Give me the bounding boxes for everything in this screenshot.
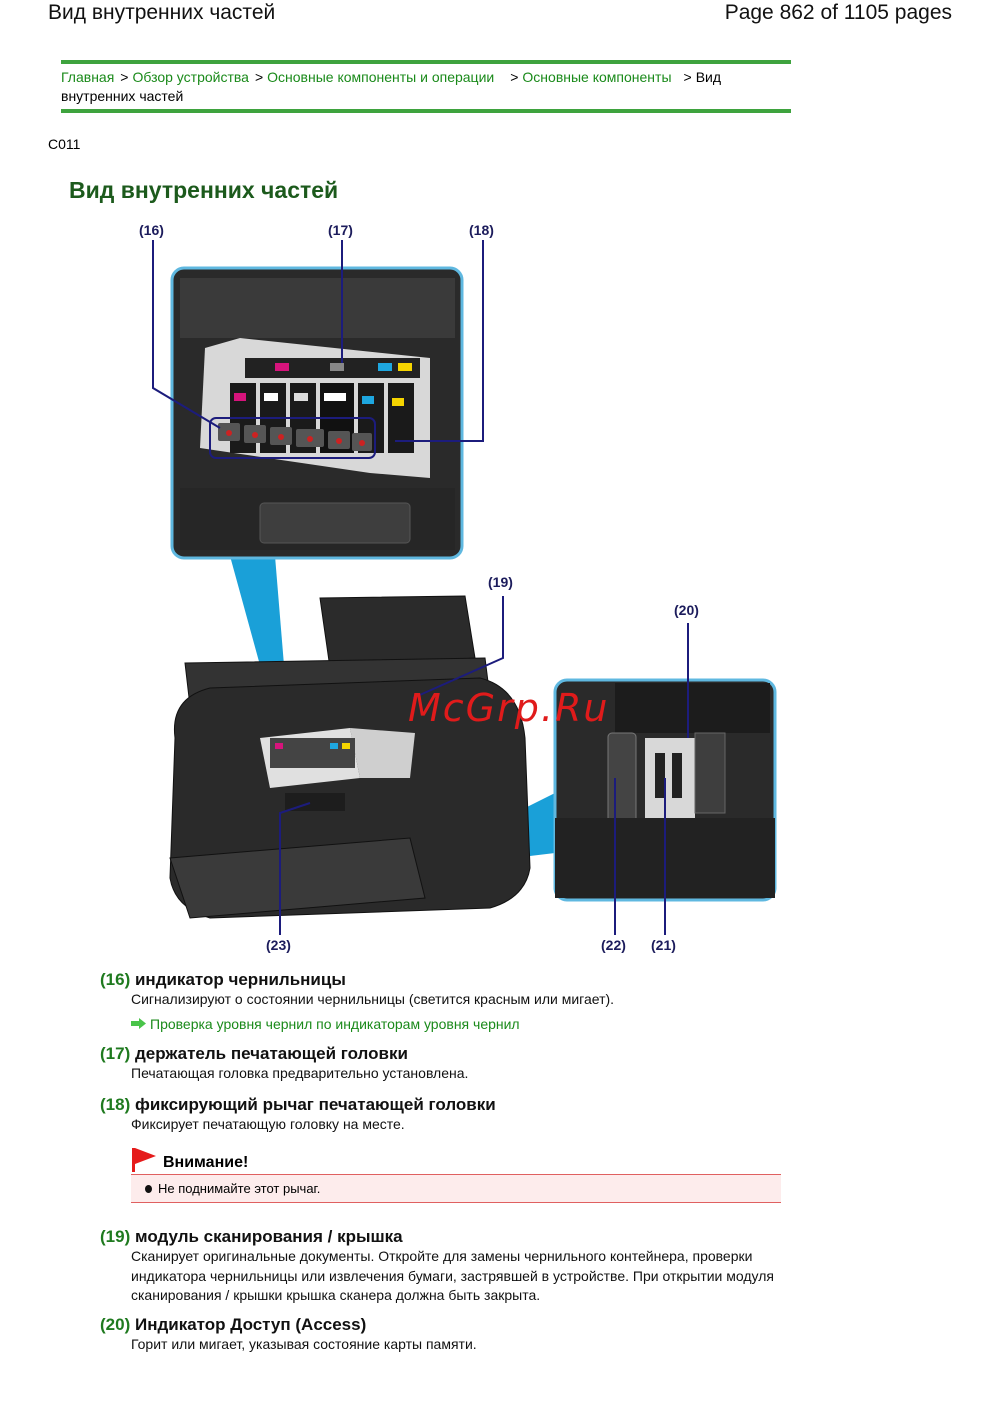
item-number: (18) <box>100 1095 131 1114</box>
ink-lamps <box>218 423 372 451</box>
item-heading: (16) индикатор чернильницы <box>100 970 800 990</box>
breadcrumb-separator: > <box>254 69 264 85</box>
callout-18: (18) <box>469 222 494 238</box>
item-heading: (17) держатель печатающей головки <box>100 1044 800 1064</box>
caution-box: Внимание! Не поднимайте этот рычаг. <box>131 1145 781 1203</box>
breadcrumb-separator: > <box>683 69 692 85</box>
breadcrumb-separator: > <box>120 69 129 85</box>
leader-lines <box>152 240 689 935</box>
caution-text: Не поднимайте этот рычаг. <box>158 1181 321 1196</box>
breadcrumb-bottom-rule <box>61 109 791 113</box>
callout-20: (20) <box>674 602 699 618</box>
item-16: (16) индикатор чернильницы Сигнализируют… <box>100 970 800 1032</box>
item-number: (16) <box>100 970 131 989</box>
callout-23: (23) <box>266 937 291 953</box>
ink-level-link-label[interactable]: Проверка уровня чернил по индикаторам ур… <box>150 1015 520 1032</box>
breadcrumb-top-rule <box>61 60 791 64</box>
breadcrumb-link-home[interactable]: Главная <box>61 69 115 85</box>
printer-illustration <box>152 240 777 935</box>
item-title: Индикатор Доступ (Access) <box>134 1315 367 1334</box>
leader-23 <box>279 802 311 935</box>
item-title: держатель печатающей головки <box>134 1044 408 1063</box>
item-title: фиксирующий рычаг печатающей головки <box>134 1095 496 1114</box>
item-19: (19) модуль сканирования / крышка Сканир… <box>100 1227 800 1306</box>
main-title: Вид внутренних частей <box>69 177 339 203</box>
callout-17: (17) <box>328 222 353 238</box>
item-17: (17) держатель печатающей головки Печата… <box>100 1044 800 1084</box>
callout-22: (22) <box>601 937 626 953</box>
printer-body <box>169 595 531 919</box>
breadcrumb-link-overview[interactable]: Обзор устройства <box>132 69 249 85</box>
red-flag-icon <box>132 1148 156 1172</box>
item-heading: (20) Индикатор Доступ (Access) <box>100 1315 800 1335</box>
cartridge-closeup-inset <box>170 266 464 560</box>
callout-19: (19) <box>488 574 513 590</box>
caution-body: Не поднимайте этот рычаг. <box>131 1174 781 1203</box>
leader-18 <box>395 240 484 442</box>
item-heading: (18) фиксирующий рычаг печатающей головк… <box>100 1095 800 1115</box>
breadcrumb-trail: Главная>Обзор устройства>Основные компон… <box>61 68 781 106</box>
item-description: Сканирует оригинальные документы. Открой… <box>131 1248 774 1303</box>
callout-21: (21) <box>651 937 676 953</box>
caution-header: Внимание! <box>131 1145 781 1173</box>
item-20: (20) Индикатор Доступ (Access) Горит или… <box>100 1315 800 1355</box>
breadcrumb-separator: > <box>510 69 519 85</box>
item-number: (20) <box>100 1315 131 1334</box>
arrow-right-icon <box>131 1018 146 1029</box>
breadcrumb-link-components-operations[interactable]: Основные компоненты и операции <box>267 69 495 85</box>
watermark: McGrp.Ru <box>408 686 610 730</box>
breadcrumb-link-main-components[interactable]: Основные компоненты <box>522 69 672 85</box>
item-18: (18) фиксирующий рычаг печатающей головк… <box>100 1095 800 1135</box>
page-code: C011 <box>48 136 81 152</box>
page-header-title: Вид внутренних частей <box>48 1 276 24</box>
leader-19 <box>412 596 504 699</box>
ink-level-link[interactable]: Проверка уровня чернил по индикаторам ур… <box>100 1016 800 1032</box>
item-title: модуль сканирования / крышка <box>134 1227 403 1246</box>
item-number: (17) <box>100 1044 131 1063</box>
leader-16 <box>152 240 221 429</box>
breadcrumb-current: Вид внутренних частей <box>61 69 722 104</box>
item-number: (19) <box>100 1227 131 1246</box>
item-description: Фиксирует печатающую головку на месте. <box>131 1116 405 1132</box>
item-description: Горит или мигает, указывая состояние кар… <box>131 1336 477 1352</box>
callout-16: (16) <box>139 222 164 238</box>
item-description: Печатающая головка предварительно устано… <box>131 1065 469 1081</box>
caution-title: Внимание! <box>163 1154 249 1171</box>
item-title: индикатор чернильницы <box>134 970 346 989</box>
breadcrumb: Главная>Обзор устройства>Основные компон… <box>61 60 791 113</box>
item-heading: (19) модуль сканирования / крышка <box>100 1227 800 1247</box>
printer-diagram: (16) (17) (18) (19) (20) (21) (22) (23) <box>130 218 790 963</box>
bullet-icon <box>145 1184 152 1193</box>
item-description: Сигнализируют о состоянии чернильницы (с… <box>131 991 615 1007</box>
page-counter: Page 862 of 1105 pages <box>724 1 952 24</box>
